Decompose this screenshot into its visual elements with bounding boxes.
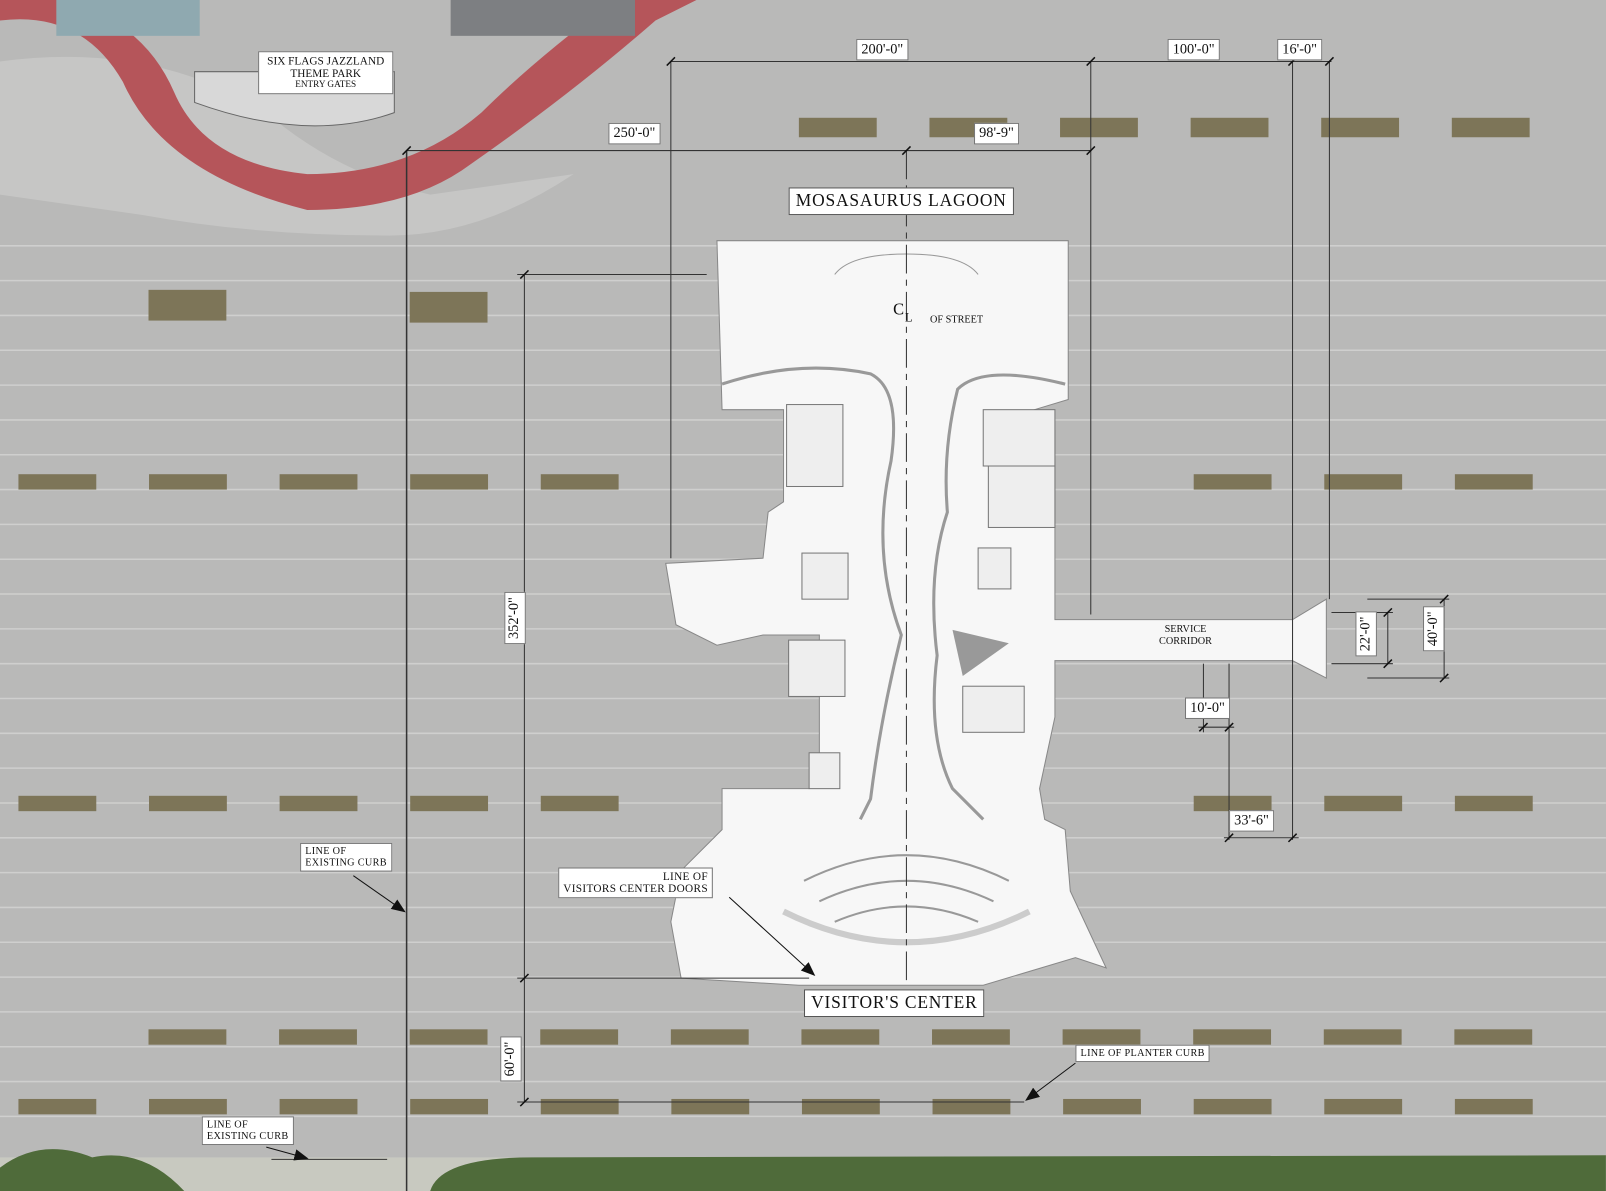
entry-gates-line1: SIX FLAGS JAZZLAND	[267, 55, 385, 68]
dim-33-6: 33'-6"	[1229, 810, 1275, 833]
centerline-symbol-c: C	[893, 301, 905, 319]
centerline-label: OF STREET	[929, 314, 984, 326]
note-planter-curb: LINE OF PLANTER CURB	[1075, 1044, 1210, 1063]
planter	[409, 291, 488, 323]
planter	[670, 1029, 749, 1045]
planter	[671, 1098, 750, 1115]
trees	[0, 1149, 1606, 1191]
planter	[1321, 117, 1400, 138]
planter	[1193, 1029, 1272, 1045]
planter	[1193, 474, 1272, 490]
planter	[1193, 795, 1272, 812]
planter	[1060, 117, 1138, 138]
planter	[148, 1029, 227, 1045]
dim-352: 352'-0"	[503, 591, 526, 645]
planter	[18, 474, 97, 490]
planter	[801, 1029, 880, 1045]
planter	[1323, 1029, 1402, 1045]
street-edge-right	[932, 373, 1066, 821]
dim-16: 16'-0"	[1277, 38, 1323, 61]
planter	[1454, 1029, 1533, 1045]
planters	[18, 117, 1533, 1115]
entry-gates-label: SIX FLAGS JAZZLAND THEME PARK ENTRY GATE…	[258, 51, 394, 95]
planter	[410, 474, 489, 490]
dim-60: 60'-0"	[499, 1036, 522, 1082]
planter	[1451, 117, 1530, 138]
planter	[410, 795, 489, 812]
dim-98-9: 98'-9"	[974, 122, 1019, 145]
planter	[279, 1029, 357, 1045]
planter	[1324, 795, 1403, 812]
planter	[1454, 795, 1533, 812]
planter	[279, 795, 358, 812]
planter	[1324, 474, 1403, 490]
planter	[1063, 1098, 1141, 1115]
dimension-ticks	[401, 56, 1449, 1107]
planter	[798, 117, 877, 138]
dim-10: 10'-0"	[1184, 697, 1230, 720]
planter	[1454, 1098, 1533, 1115]
visitors-center-label: VISITOR'S CENTER	[803, 989, 985, 1017]
planter	[540, 1098, 619, 1115]
planter	[149, 795, 227, 812]
planter	[801, 1098, 880, 1115]
planter	[409, 1029, 488, 1045]
planter	[18, 1098, 97, 1115]
planter	[540, 795, 619, 812]
entry-gates-line3: ENTRY GATES	[295, 79, 357, 90]
planter	[149, 1098, 227, 1115]
building-roof	[450, 0, 636, 36]
triangle-feature	[952, 629, 1009, 676]
planter	[18, 795, 97, 812]
street-edge-left	[721, 366, 903, 821]
leader-arrows	[266, 875, 1076, 1161]
planter	[540, 1029, 619, 1045]
dim-22: 22'-0"	[1355, 611, 1377, 657]
planter	[932, 1029, 1010, 1045]
planter	[1193, 1098, 1272, 1115]
planter	[540, 474, 619, 490]
planter	[148, 289, 227, 321]
plan-title: MOSASAURUS LAGOON	[788, 187, 1014, 215]
planter	[1190, 117, 1269, 138]
planter	[279, 1098, 358, 1115]
dim-40: 40'-0"	[1422, 606, 1445, 652]
planter	[410, 1098, 489, 1115]
dim-100: 100'-0"	[1167, 38, 1220, 61]
building-roof	[56, 0, 200, 36]
planter	[1062, 1029, 1141, 1045]
planter	[149, 474, 227, 490]
dim-250: 250'-0"	[608, 122, 661, 145]
dim-200: 200'-0"	[856, 38, 909, 61]
planter	[1454, 474, 1533, 490]
entry-gates-line2: THEME PARK	[290, 67, 362, 80]
centerline-symbol: CL	[893, 301, 912, 324]
dimension-lines	[271, 60, 1450, 1191]
planter	[1324, 1098, 1403, 1115]
building-rooms	[786, 404, 1056, 790]
planter	[279, 474, 358, 490]
planter	[932, 1098, 1011, 1115]
centerline-symbol-l: L	[905, 310, 913, 325]
